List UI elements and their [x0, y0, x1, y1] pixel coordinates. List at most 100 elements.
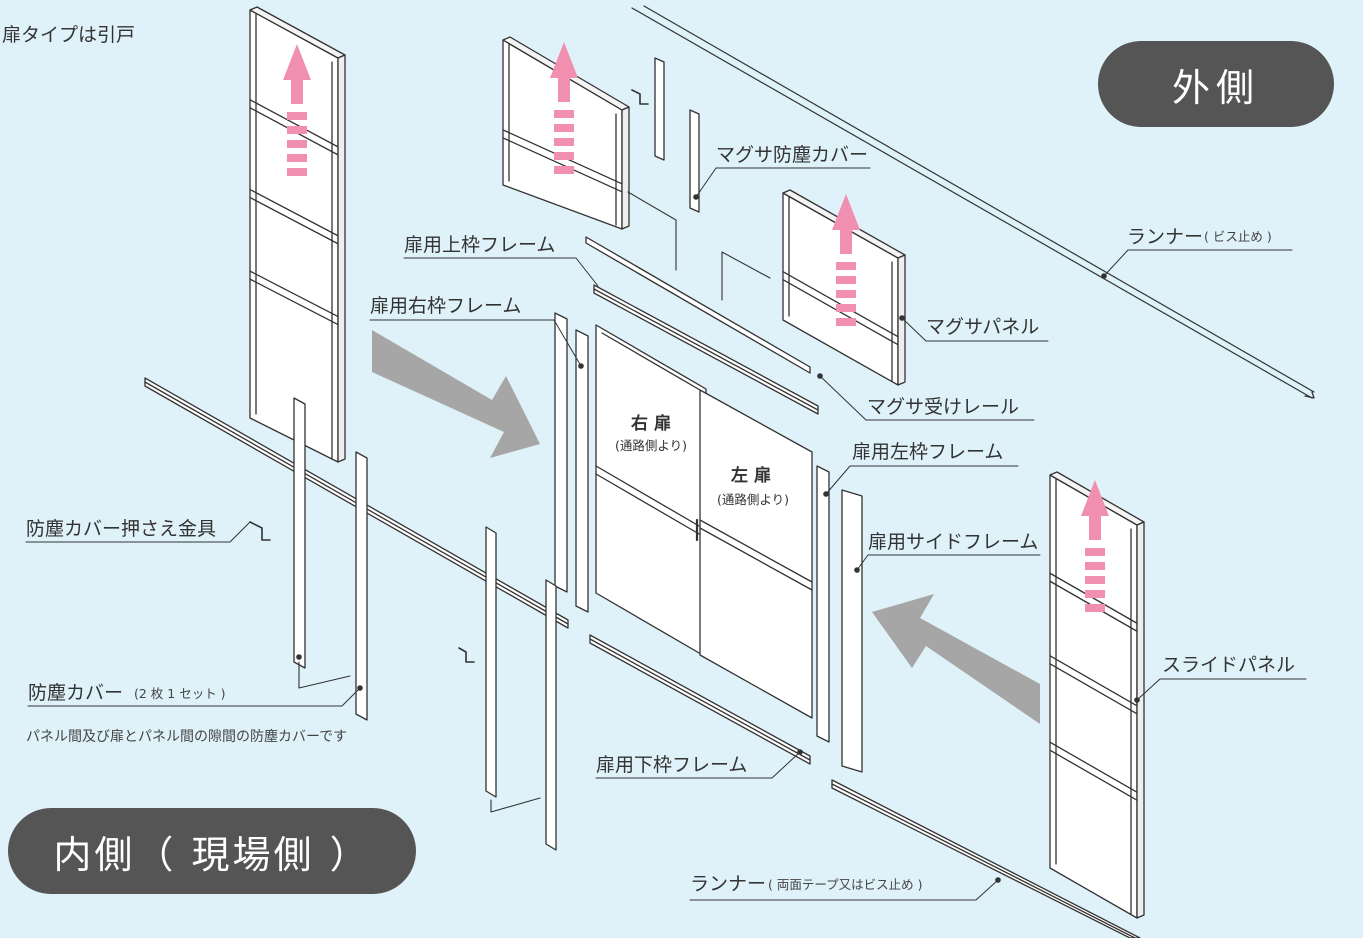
label-top-frame: 扉用上枠フレーム	[404, 234, 556, 256]
right-frame-b	[575, 329, 589, 613]
label-left-frame: 扉用左枠フレーム	[852, 441, 1004, 463]
tall-panel-left-rail-0	[249, 99, 339, 148]
pink-arrow-magusa-top-dash-3	[554, 152, 574, 160]
dust-cover-strip-4	[545, 579, 557, 851]
label-bottom-frame: 扉用下枠フレーム	[596, 754, 748, 776]
runner-bottom	[831, 779, 1141, 938]
leader-slide-panel	[1136, 678, 1307, 701]
pink-arrow-magusa-right-dash-1	[836, 276, 856, 284]
tall-panel-right-side	[1136, 521, 1145, 919]
tall-panel-left-rail-2	[249, 270, 339, 318]
dust-cover-arrow-2	[490, 797, 541, 813]
dust-cover-arrow	[298, 661, 351, 689]
door-right-rail	[595, 465, 707, 531]
leader-top-frame	[403, 257, 599, 287]
tall-panel-right-rail-0	[1049, 572, 1138, 624]
label-dust-cover-note: (2 枚 1 セット )	[134, 686, 226, 701]
side-frame	[841, 489, 863, 773]
cover-fixture-3	[631, 89, 649, 105]
pink-arrow-tall-left-dash-3	[287, 154, 307, 162]
pink-arrow-magusa-top-dash-4	[554, 166, 574, 174]
leader-dot-slide-panel	[1134, 697, 1140, 703]
assembly-arrow-1	[627, 191, 677, 271]
magusa-cover-strip-2	[689, 109, 700, 213]
runner-top-line-b	[643, 5, 1315, 393]
label-magusa-panel: マグサパネル	[926, 316, 1040, 338]
door-left-rail-b	[699, 527, 813, 591]
door-right-rail-b	[595, 473, 707, 539]
dust-cover-strip-2	[355, 451, 368, 721]
leader-dust-cover	[27, 687, 361, 707]
top-frame	[585, 236, 811, 374]
leader-bottom-frame	[595, 751, 801, 779]
pink-arrow-magusa-right-dash-4	[836, 318, 856, 326]
inside-badge: 内側（ 現場側 ）	[8, 808, 416, 894]
pink-arrow-tall-right-dash-0	[1085, 548, 1105, 556]
label-right-frame: 扉用右枠フレーム	[370, 295, 522, 317]
label-magusa-rail: マグサ受けレール	[867, 396, 1020, 418]
pink-arrow-magusa-right-dash-0	[836, 262, 856, 270]
label-dust-cover: 防塵カバー	[28, 682, 124, 704]
label-magusa-dust-cover: マグサ防塵カバー	[716, 144, 869, 166]
dust-cover-strip-3	[485, 526, 497, 798]
tall-panel-left-rail-b-1	[249, 196, 339, 245]
leader-left-frame	[825, 465, 1019, 495]
pink-arrow-magusa-right-dash-3	[836, 304, 856, 312]
gray-arrow-right	[372, 330, 540, 458]
leader-runner-top	[1103, 249, 1293, 277]
tall-panel-right-rail-2	[1049, 741, 1138, 793]
pink-arrow-tall-right-dash-3	[1085, 590, 1105, 598]
leader-dot-runner-top	[1101, 273, 1107, 279]
pink-arrow-tall-left	[283, 44, 311, 104]
tall-panel-right-rail-1	[1049, 655, 1138, 707]
pink-arrow-magusa-top-dash-0	[554, 110, 574, 118]
door-right-sub: (通路側より)	[614, 438, 687, 453]
magusa-rail-groove	[593, 288, 819, 411]
leader-side-frame	[856, 554, 1041, 571]
runner-bottom-groove	[831, 783, 1136, 938]
magusa-panel-top-rail-b-0	[502, 137, 623, 193]
leader-dot-dust-cover-1	[296, 654, 302, 660]
tall-panel-left-rail-b-2	[249, 278, 339, 326]
pink-arrow-magusa-right-dash-2	[836, 290, 856, 298]
door-right-inner-top	[601, 332, 701, 391]
leader-cover-fixture	[25, 521, 251, 543]
dust-cover-strip-1	[293, 397, 306, 669]
cover-fixture-1	[249, 521, 271, 541]
pink-arrow-tall-left-dash-0	[287, 112, 307, 120]
tall-panel-right	[1049, 474, 1138, 919]
pink-arrow-magusa-right	[832, 194, 860, 254]
door-left-rail	[699, 519, 813, 583]
label-cover-fixture: 防塵カバー押さえ金具	[26, 518, 217, 540]
door-type-label: 扉タイプは引戸	[2, 24, 136, 46]
right-frame-a	[554, 312, 568, 593]
cover-fixture-2	[458, 647, 475, 663]
label-runner-bottom-note: ( 両面テープ又はビス止め )	[768, 877, 923, 892]
magusa-cover-strip-1	[654, 57, 665, 161]
outside-badge: 外側	[1098, 41, 1334, 127]
leader-magusa-rail	[819, 375, 1035, 421]
pink-arrow-tall-right	[1081, 480, 1109, 540]
pink-arrow-tall-left-dash-4	[287, 168, 307, 176]
label-dust-cover-desc: パネル間及び扉とパネル間の隙間の防塵カバーです	[26, 729, 348, 745]
leader-magusa-cover	[695, 167, 871, 198]
label-runner-top: ランナー	[1127, 226, 1204, 248]
label-side-frame: 扉用サイドフレーム	[868, 531, 1039, 553]
door-left-label: 左 扉	[731, 466, 771, 486]
left-frame	[816, 465, 830, 743]
tall-panel-left-side	[337, 54, 346, 463]
tall-panel-right-rail-b-1	[1049, 663, 1138, 715]
leader-magusa-panel	[901, 317, 1049, 342]
pink-arrow-tall-left-dash-2	[287, 140, 307, 148]
pink-arrow-tall-right-dash-1	[1085, 562, 1105, 570]
pink-arrow-tall-right-dash-4	[1085, 604, 1105, 612]
magusa-panel-top-side	[621, 106, 630, 230]
leader-dot-magusa-rail	[817, 373, 823, 379]
label-runner-bottom: ランナー	[690, 873, 767, 895]
leader-right-frame	[369, 319, 582, 367]
gray-arrow-left	[872, 594, 1040, 724]
bottom-frame-groove	[589, 638, 811, 761]
pink-arrow-magusa-top-dash-1	[554, 124, 574, 132]
pink-arrow-magusa-top-dash-2	[554, 138, 574, 146]
